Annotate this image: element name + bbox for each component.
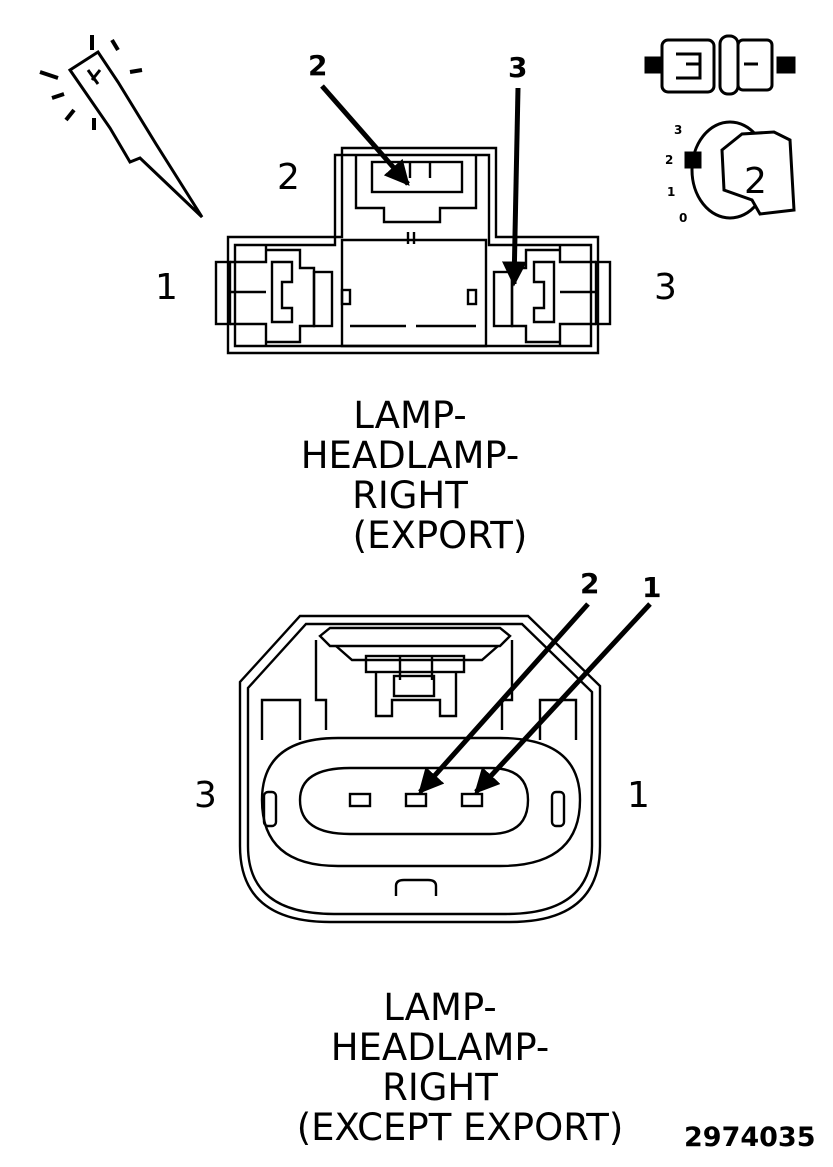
caption-line: HEADLAMP- xyxy=(300,434,520,477)
caption-line: LAMP- xyxy=(353,394,467,437)
pin-slot-3 xyxy=(348,792,372,808)
pin-slot-1 xyxy=(460,792,484,808)
test-probe-icon xyxy=(39,35,204,219)
callout-arrow-pin-2 xyxy=(320,84,410,186)
top-pin-label-2: 2 xyxy=(277,157,300,198)
top-callout-label-3: 3 xyxy=(508,51,528,84)
bottom-callout-label-1: 1 xyxy=(642,571,662,604)
connector-pair-icon xyxy=(644,34,796,96)
top-connector xyxy=(214,146,612,355)
view-scale-1: 1 xyxy=(667,185,676,199)
connector-view-side-icon xyxy=(684,120,796,220)
callout-arrow-pin-3 xyxy=(501,87,527,287)
bottom-pin-label-1: 1 xyxy=(627,775,650,816)
caption-line: LAMP- xyxy=(383,986,497,1029)
caption-line: (EXPORT) xyxy=(352,514,528,557)
bottom-connector xyxy=(238,614,602,924)
top-callout-label-2: 2 xyxy=(308,49,328,82)
bottom-callout-label-2: 2 xyxy=(580,567,600,600)
top-connector-caption: LAMP- HEADLAMP- RIGHT (EXPORT) xyxy=(280,396,550,556)
figure-id: 2974035 xyxy=(684,1122,816,1153)
top-pin-label-1: 1 xyxy=(155,267,178,308)
view-icon-number: 2 xyxy=(744,161,767,202)
view-scale-2: 2 xyxy=(665,153,674,167)
bottom-pin-label-3: 3 xyxy=(194,775,217,816)
caption-line: HEADLAMP- xyxy=(330,1026,550,1069)
callout-arrow-pin-1-bottom xyxy=(474,602,652,794)
caption-line: RIGHT xyxy=(352,474,468,517)
top-callout-arrows xyxy=(320,84,527,287)
callout-arrow-pin-2-bottom xyxy=(418,602,590,794)
view-scale-3: 3 xyxy=(674,123,683,137)
top-pin-label-3: 3 xyxy=(654,267,677,308)
bottom-connector-caption: LAMP- HEADLAMP- RIGHT (EXCEPT EXPORT) xyxy=(270,988,650,1148)
caption-line: RIGHT xyxy=(382,1066,498,1109)
pin-slot-2 xyxy=(404,792,428,808)
bottom-callout-arrows xyxy=(418,602,652,794)
caption-line: (EXCEPT EXPORT) xyxy=(296,1106,624,1149)
view-scale-0: 0 xyxy=(679,211,688,225)
